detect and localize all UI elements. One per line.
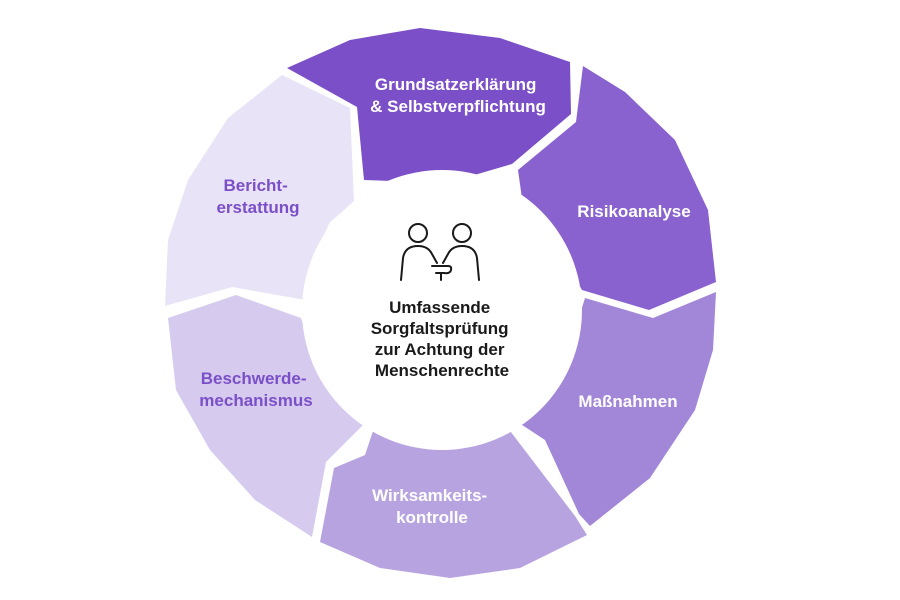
center-title-line: Menschenrechte (375, 361, 509, 380)
label-line: mechanismus (199, 391, 312, 410)
label-berichterstattung: Bericht- erstattung (216, 176, 299, 217)
label-line: kontrolle (396, 508, 468, 527)
label-line: erstattung (216, 198, 299, 217)
center-title-line: Umfassende (389, 298, 490, 317)
label-beschwerdemechanismus: Beschwerde- mechanismus (199, 369, 312, 410)
cycle-ring (165, 28, 716, 578)
segment-massnahmen (513, 292, 716, 526)
center-circle (302, 170, 582, 450)
label-line: Beschwerde- (201, 369, 307, 388)
label-line: Maßnahmen (578, 392, 677, 411)
handshake-people-icon (400, 223, 480, 281)
segment-wirksamkeitskontrolle (320, 422, 587, 578)
label-line: Bericht- (224, 176, 288, 195)
label-grundsatzerklaerung: Grundsatzerklärung & Selbstverpflichtung (370, 75, 546, 116)
label-line: Risikoanalyse (577, 202, 690, 221)
center-title-line: Sorgfaltsprüfung (371, 319, 509, 338)
center-title: Umfassende Sorgfaltsprüfung zur Achtung … (371, 298, 514, 380)
label-line: Grundsatzerklärung (375, 75, 537, 94)
label-massnahmen: Maßnahmen (578, 392, 677, 411)
label-line: Wirksamkeits- (372, 486, 487, 505)
label-wirksamkeitskontrolle: Wirksamkeits- kontrolle (372, 486, 492, 527)
label-line: & Selbstverpflichtung (370, 97, 546, 116)
segment-beschwerdemechanismus (168, 295, 370, 537)
label-risikoanalyse: Risikoanalyse (577, 202, 690, 221)
segment-grundsatzerklaerung (287, 28, 571, 183)
segment-berichterstattung (165, 75, 354, 306)
center-title-line: zur Achtung der (375, 340, 505, 359)
